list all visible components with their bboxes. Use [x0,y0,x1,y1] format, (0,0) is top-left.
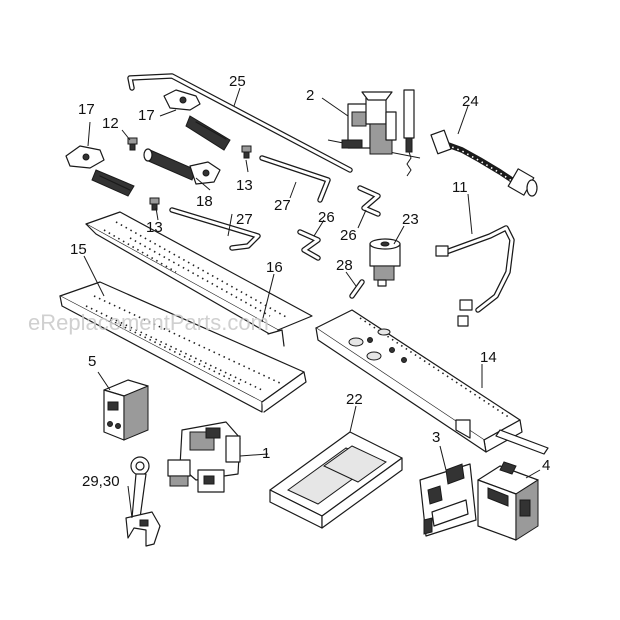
part-12-orifice [127,137,138,151]
callout-15: 15 [70,241,87,258]
callout-27-lower: 27 [236,211,253,228]
part-13-orifice-lower [149,197,160,211]
part-27-rod-upper [259,155,331,203]
part-26-bent-rod-right [357,185,381,217]
callout-17-left: 17 [78,101,95,118]
callout-2: 2 [306,87,314,104]
part-4-receiver-module [477,461,539,541]
callout-13-upper: 13 [236,177,253,194]
part-17-burner-tube-upper [163,89,231,151]
part-3-ignition-module [419,463,477,537]
callout-18: 18 [196,193,213,210]
part-5-control-box [103,379,149,441]
part-11-pilot-tube [435,225,515,327]
leader-lines [83,87,541,519]
part-14-manifold-bracket [315,309,549,455]
callout-13-lower: 13 [146,219,163,236]
callout-4: 4 [542,457,550,474]
part-29-30-lever [125,456,161,547]
part-28-pin [349,279,365,299]
callout-17-upper: 17 [138,107,155,124]
part-2-pilot-assembly [327,89,421,177]
callout-24: 24 [462,93,479,110]
watermark: eReplacementParts.com [28,310,269,335]
part-27-rod-lower [169,207,261,251]
part-22-filter-pad [269,431,403,529]
part-15-burner-pan [59,281,307,413]
part-1-gas-valve [167,421,241,493]
callout-3: 3 [432,429,440,446]
callout-11: 11 [452,179,468,196]
callout-25: 25 [229,73,246,90]
part-23-solenoid-valve [369,238,401,287]
callout-22: 22 [346,391,363,408]
callout-26-right: 26 [340,227,357,244]
callout-27-upper: 27 [274,197,291,214]
callout-5: 5 [88,353,96,370]
part-26-bent-rod-left [297,229,321,261]
part-13-orifice-upper [241,145,252,159]
part-25-rod [127,73,353,173]
callout-12: 12 [102,115,119,132]
part-17-burner-tube-left [65,145,135,197]
callout-1: 1 [262,445,270,462]
callout-26-left: 26 [318,209,335,226]
callout-14: 14 [480,349,497,366]
callout-28: 28 [336,257,353,274]
callout-16: 16 [266,259,283,276]
callout-23: 23 [402,211,419,228]
part-18-burner-tube [143,148,221,185]
callout-labels: 25 2 24 17 17 12 13 18 27 11 13 27 26 23… [70,73,550,490]
part-16-burner-pan [85,211,313,347]
part-24-flex-connector [430,129,538,197]
callout-29-30: 29,30 [82,473,120,490]
